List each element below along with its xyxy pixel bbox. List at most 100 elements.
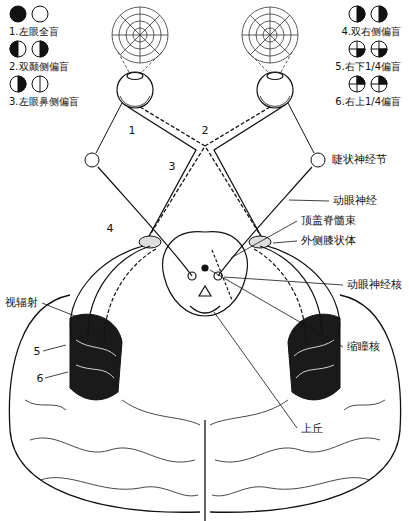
field-defect-icon	[349, 76, 365, 92]
optic-nerve-fiber	[128, 107, 282, 238]
visual-field-chart	[112, 7, 298, 63]
structure-label: 动眼神经核	[346, 278, 403, 291]
optic-nerve-fiber	[148, 107, 270, 238]
defect-caption: 3.左眼鼻侧偏盲	[8, 95, 80, 108]
brain-outline	[204, 420, 205, 521]
visual-field-chart	[250, 15, 290, 55]
field-defect-icon	[371, 84, 387, 85]
visual-cortex	[70, 314, 122, 400]
ciliary-ganglion	[85, 103, 325, 167]
visual-cortex	[70, 314, 340, 400]
visual-field-chart	[112, 7, 168, 63]
field-defect-icon	[379, 49, 387, 57]
field-defect-icon	[357, 6, 365, 22]
eyeball	[257, 72, 293, 108]
defect-caption: 5.右下1/4偏盲	[334, 60, 402, 73]
ciliary-ganglion	[288, 103, 314, 153]
field-defect-icon	[10, 41, 26, 57]
oculomotor-nerve	[98, 167, 312, 276]
brain-gyrus	[30, 438, 195, 462]
eyeball	[117, 72, 153, 108]
field-defect-icon	[349, 41, 365, 57]
brain-gyrus	[212, 478, 370, 496]
brain-gyrus	[215, 438, 380, 462]
optic-radiation	[254, 249, 306, 342]
field-defect-icon	[32, 6, 48, 22]
midbrain	[190, 306, 220, 313]
brain-outline	[9, 295, 400, 521]
field-defect-icon	[379, 76, 387, 84]
leader-line	[231, 221, 297, 258]
midbrain	[199, 286, 211, 296]
calcarine-stripe	[294, 340, 334, 356]
field-defect-icon	[349, 49, 365, 50]
light-ray	[248, 52, 270, 74]
defect-caption: 4.双右侧偏盲	[340, 25, 402, 38]
leader-line	[273, 241, 297, 243]
structure-label: 动眼神经	[332, 194, 378, 207]
field-defect-icon	[10, 41, 18, 57]
calcarine-stripe	[76, 365, 114, 378]
eyeball	[260, 96, 290, 106]
leader-line	[214, 312, 297, 428]
eyeball	[117, 72, 293, 108]
field-defect-icon	[10, 76, 26, 92]
optic-nerve-fiber	[140, 107, 262, 238]
calcarine-stripe	[76, 340, 334, 378]
brain-gyrus	[344, 400, 385, 410]
optic-radiation	[70, 246, 143, 338]
visual-field-chart	[250, 15, 290, 55]
field-defect-icon	[349, 6, 365, 22]
structure-label: 顶盖脊髓束	[300, 214, 357, 227]
ciliary-ganglion	[85, 153, 99, 167]
callout-number: 3	[168, 160, 177, 173]
callout-number: 1	[128, 124, 137, 137]
field-defect-icon	[371, 6, 387, 22]
structure-label: 外侧膝状体	[300, 234, 357, 247]
light-ray	[140, 52, 162, 74]
field-defect-icon	[40, 76, 41, 92]
brain-gyrus	[25, 400, 66, 410]
callout-number: 2	[201, 124, 210, 137]
midbrain	[163, 232, 248, 316]
brain-gyrus	[210, 400, 288, 425]
leader-line	[43, 345, 66, 351]
field-defect-icon	[32, 76, 48, 92]
optic-radiation	[104, 249, 156, 342]
visual-field-chart	[242, 7, 298, 63]
field-defect-icon	[371, 76, 387, 92]
leader-line	[45, 372, 68, 378]
midbrain	[202, 265, 208, 271]
field-defect-icon	[18, 76, 26, 92]
field-defect-icon	[357, 76, 365, 84]
leader-line	[42, 303, 80, 318]
leader-line	[42, 200, 343, 428]
field-defect-icon	[10, 6, 387, 92]
callout-number: 5	[33, 345, 42, 358]
leader-line	[289, 200, 329, 201]
midbrain	[212, 250, 232, 300]
visual-field-chart	[120, 15, 160, 55]
ciliary-ganglion	[96, 103, 122, 153]
field-defect-icon	[10, 6, 26, 22]
field-defect-icon	[371, 49, 387, 50]
eyeball	[267, 73, 283, 80]
optic-nerve-fiber	[214, 107, 282, 238]
field-defect-icon	[371, 41, 387, 57]
field-defect-icon	[349, 84, 365, 85]
field-defect-icon	[357, 49, 365, 57]
midbrain	[163, 232, 248, 316]
callout-number: 4	[106, 222, 115, 235]
eyeball	[127, 73, 143, 80]
defect-caption: 6.右上1/4偏盲	[334, 95, 402, 108]
structure-label: 睫状神经节	[331, 153, 388, 166]
visual-cortex	[288, 314, 340, 400]
callout-number: 6	[36, 372, 45, 385]
optic-radiation	[70, 246, 339, 342]
field-defect-icon	[32, 41, 48, 57]
optic-nerve-fiber	[128, 107, 196, 238]
ciliary-ganglion	[311, 153, 325, 167]
structure-label: 缩瞳核	[346, 340, 381, 353]
calcarine-stripe	[296, 365, 334, 378]
brain-gyrus	[40, 478, 198, 496]
